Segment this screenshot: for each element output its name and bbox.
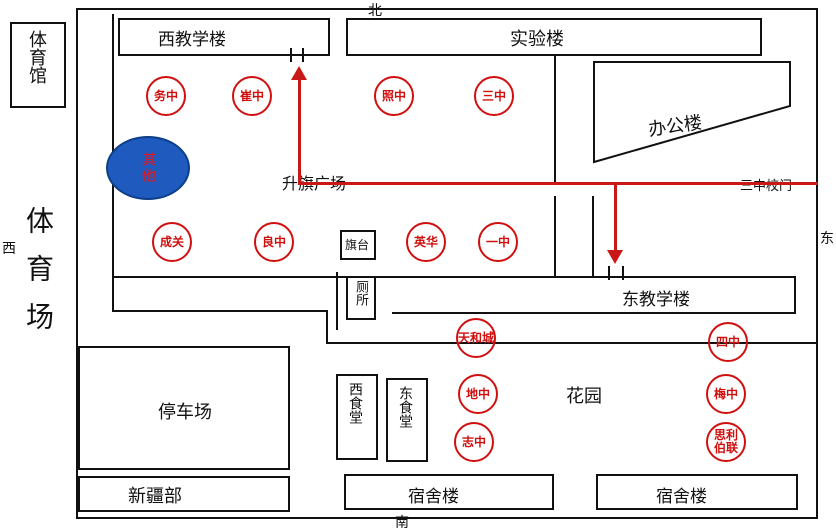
stamp-school[interactable]: 三中 xyxy=(474,76,514,116)
middle-divider xyxy=(328,342,816,344)
stamp-school[interactable]: 地中 xyxy=(458,374,498,414)
route-main xyxy=(298,182,818,185)
inner-corner-wall xyxy=(326,310,328,344)
other-marker[interactable]: 其他 xyxy=(106,136,190,200)
toilet-label: 厕所 xyxy=(353,280,368,306)
lab-building-label: 实验楼 xyxy=(510,29,564,50)
east-teaching-west xyxy=(592,196,594,278)
dorm-west-label: 宿舍楼 xyxy=(408,487,459,507)
west-teaching-gate-2 xyxy=(302,48,304,62)
east-teaching-gate-2 xyxy=(622,266,624,280)
toilet[interactable] xyxy=(346,276,376,320)
route-arrow-up xyxy=(291,66,307,80)
new-club-label: 新疆部 xyxy=(128,486,182,507)
lab-building[interactable] xyxy=(346,18,762,56)
west-canteen-label: 西食堂 xyxy=(347,382,363,424)
new-club[interactable] xyxy=(78,476,290,512)
west-canteen[interactable] xyxy=(336,374,378,460)
west-teaching-label: 西教学楼 xyxy=(158,30,226,50)
sports-hall[interactable] xyxy=(10,22,66,108)
stamp-school[interactable]: 梅中 xyxy=(706,374,746,414)
north-boundary xyxy=(76,8,816,10)
dorm-west[interactable] xyxy=(344,474,554,510)
lab-east-wall xyxy=(554,56,556,184)
dorm-east-label: 宿舍楼 xyxy=(656,487,707,507)
stamp-school[interactable]: 思利 伯联 xyxy=(706,422,746,462)
route-to-west-teaching xyxy=(298,76,301,184)
south-label: 南 xyxy=(395,515,409,531)
stamp-school[interactable]: 良中 xyxy=(254,222,294,262)
toilet-wall-left xyxy=(336,272,338,330)
east-label: 东 xyxy=(820,231,834,247)
route-arrow-down xyxy=(607,250,623,264)
stamp-school[interactable]: 务中 xyxy=(146,76,186,116)
stamp-school[interactable]: 崔中 xyxy=(232,76,272,116)
east-canteen-label: 东食堂 xyxy=(397,386,413,428)
east-teaching-east xyxy=(794,276,796,314)
stamp-school[interactable]: 天和城 xyxy=(456,318,496,358)
east-teaching-top xyxy=(376,276,796,278)
stamp-school[interactable]: 四中 xyxy=(708,322,748,362)
stamp-school[interactable]: 照中 xyxy=(374,76,414,116)
dorm-east[interactable] xyxy=(596,474,798,510)
west-teaching-gate xyxy=(290,48,292,62)
stamp-school[interactable]: 英华 xyxy=(406,222,446,262)
east-teaching-gate xyxy=(608,266,610,280)
route-to-east-teaching xyxy=(614,182,617,254)
office-building[interactable] xyxy=(590,58,800,168)
flag-platform[interactable] xyxy=(340,230,376,260)
west-teaching-building[interactable] xyxy=(118,18,330,56)
inner-south-wall xyxy=(112,310,328,312)
parking-lot[interactable] xyxy=(78,346,290,470)
flag-platform-label: 旗台 xyxy=(345,238,370,252)
garden-label: 花园 xyxy=(566,386,602,407)
north-label: 北 xyxy=(368,3,382,19)
stamp-school[interactable]: 成关 xyxy=(152,222,192,262)
east-teaching-label: 东教学楼 xyxy=(622,290,690,310)
playground-label: 体育场 xyxy=(22,206,55,350)
east-boundary xyxy=(816,8,818,518)
east-teaching-bottom xyxy=(392,312,796,314)
stamp-school[interactable]: 志中 xyxy=(454,422,494,462)
parking-label: 停车场 xyxy=(158,402,212,423)
east-canteen[interactable] xyxy=(386,378,428,462)
west-label: 西 xyxy=(2,241,16,257)
west-boundary xyxy=(76,8,78,518)
square-south-wall-hidden xyxy=(112,276,556,278)
sports-hall-label: 体育馆 xyxy=(26,30,47,84)
south-boundary xyxy=(76,517,818,519)
stamp-school[interactable]: 一中 xyxy=(478,222,518,262)
square-east-wall xyxy=(554,196,556,276)
